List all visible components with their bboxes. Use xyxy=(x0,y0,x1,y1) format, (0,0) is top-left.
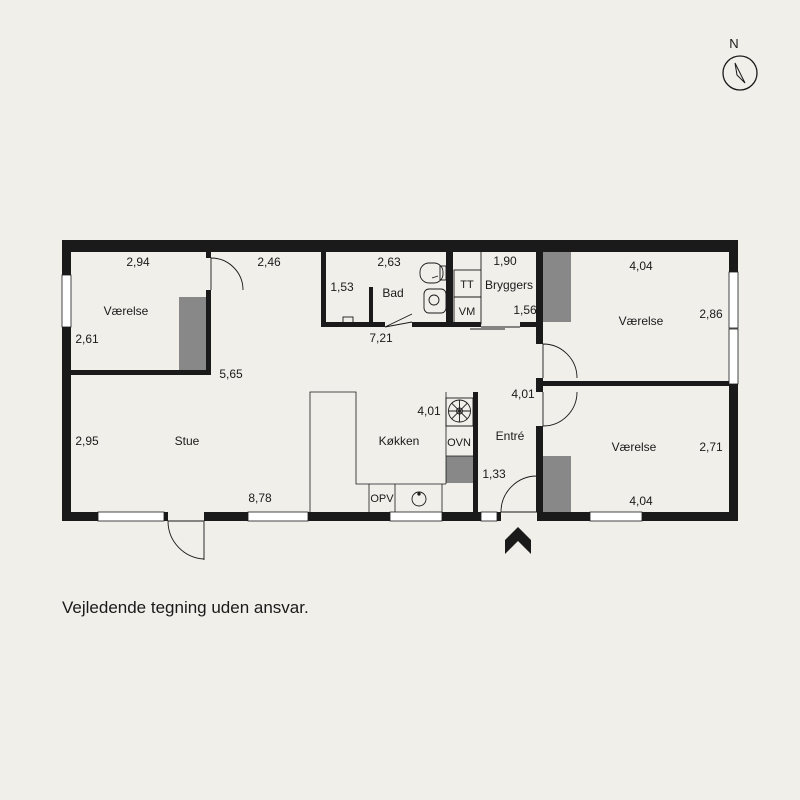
wardrobe-nw xyxy=(179,297,206,371)
door-terrace xyxy=(167,520,205,560)
washbasin-icon xyxy=(423,288,447,314)
room-label-entre: Entré xyxy=(496,429,525,443)
room-label-vaerelse-nw: Værelse xyxy=(104,304,149,318)
dim-286: 2,86 xyxy=(699,307,723,321)
room-label-koekken: Køkken xyxy=(379,434,420,448)
toilet-icon xyxy=(419,262,444,284)
furniture xyxy=(179,252,571,512)
sink-icon xyxy=(411,491,427,507)
dim-153: 1,53 xyxy=(330,280,354,294)
dim-401-hall: 4,01 xyxy=(511,387,535,401)
door-bryggers xyxy=(470,326,520,330)
walls xyxy=(62,240,738,521)
entrance-arrow-icon xyxy=(505,527,531,554)
dim-565: 5,65 xyxy=(219,367,243,381)
dim-246: 2,46 xyxy=(257,255,281,269)
disclaimer-text: Vejledende tegning uden ansvar. xyxy=(62,598,309,617)
window-entry-side xyxy=(480,511,498,522)
wardrobe-ne xyxy=(543,252,571,322)
dim-878: 8,78 xyxy=(248,491,272,505)
door-entrance xyxy=(500,474,538,513)
fixture-labels: TT VM OVN OPV xyxy=(370,279,475,505)
window-se xyxy=(589,511,643,522)
window-stue-1 xyxy=(97,511,165,522)
dim-404-top: 4,04 xyxy=(629,259,653,273)
kitchen-cabinet xyxy=(446,456,473,483)
dim-156: 1,56 xyxy=(513,303,537,317)
dim-721: 7,21 xyxy=(369,331,393,345)
dimension-labels: 2,94 2,61 2,46 5,65 2,63 1,53 7,21 1,90 … xyxy=(75,254,723,508)
doors xyxy=(167,257,578,560)
room-labels: Værelse Stue Bad Bryggers Værelse Værels… xyxy=(104,278,664,454)
room-label-vaerelse-se: Værelse xyxy=(612,440,657,454)
fixture-label-vm: VM xyxy=(459,306,476,318)
door-nw-bedroom xyxy=(210,257,244,291)
window-nw xyxy=(61,274,72,328)
window-ne-top xyxy=(728,271,739,329)
dim-261: 2,61 xyxy=(75,332,99,346)
dim-401-stair: 4,01 xyxy=(417,404,441,418)
door-bathroom xyxy=(384,313,413,328)
compass-rose-icon xyxy=(722,55,758,91)
room-label-bad: Bad xyxy=(382,286,403,300)
room-label-vaerelse-ne: Værelse xyxy=(619,314,664,328)
dim-404-bottom: 4,04 xyxy=(629,494,653,508)
dim-295: 2,95 xyxy=(75,434,99,448)
wardrobe-se xyxy=(543,456,571,512)
cooktop-icon xyxy=(445,397,474,427)
dim-271: 2,71 xyxy=(699,440,723,454)
room-label-stue: Stue xyxy=(175,434,200,448)
compass-north-label: N xyxy=(729,36,738,51)
compass: N xyxy=(722,36,758,91)
dim-190: 1,90 xyxy=(493,254,517,268)
door-ne-bedroom xyxy=(542,343,578,379)
window-kitchen xyxy=(389,511,443,522)
fixture-label-opv: OPV xyxy=(370,493,394,505)
fixture-label-ovn: OVN xyxy=(447,437,471,449)
room-label-bryggers: Bryggers xyxy=(485,278,533,292)
window-ne-bottom xyxy=(728,328,739,385)
fixture-label-tt: TT xyxy=(460,279,474,291)
window-stue-2 xyxy=(247,511,309,522)
dim-133: 1,33 xyxy=(482,467,506,481)
dim-294: 2,94 xyxy=(126,255,150,269)
door-se-bedroom xyxy=(542,391,578,427)
dim-263: 2,63 xyxy=(377,255,401,269)
